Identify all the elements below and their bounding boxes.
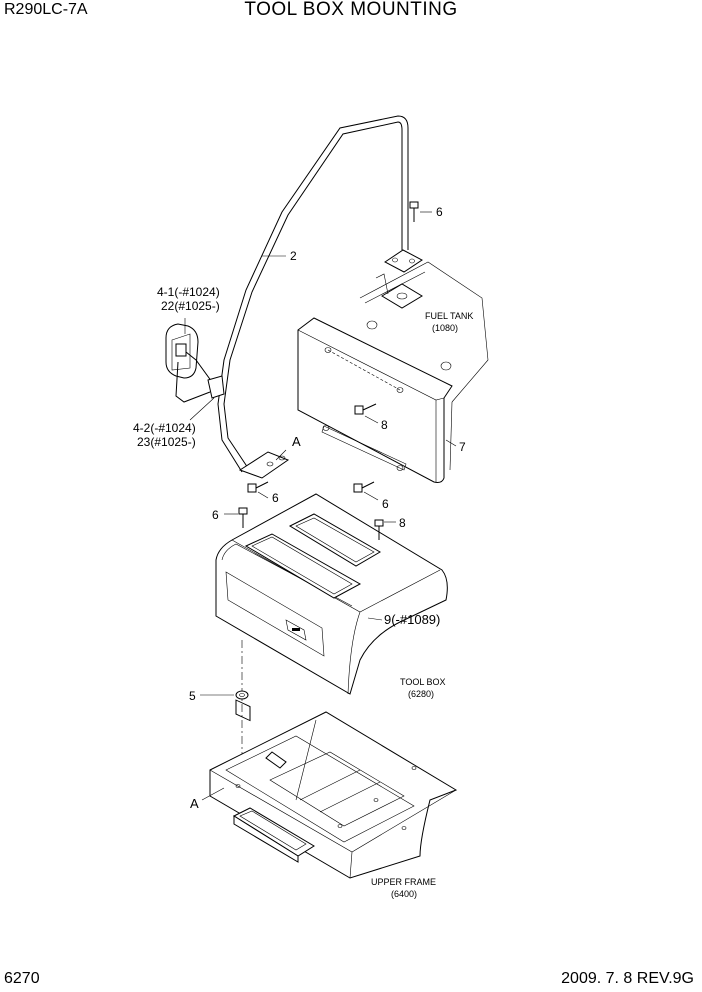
part-label-8-upper: 8	[381, 418, 388, 432]
page-title: TOOL BOX MOUNTING	[244, 0, 458, 20]
model-code: R290LC-7A	[4, 1, 88, 18]
tank-cover-plate	[297, 317, 453, 483]
part-label-8-right: 8	[399, 516, 406, 530]
fuel-tank-label: FUEL TANK	[425, 311, 473, 321]
detail-ref-a-upper: A	[292, 434, 301, 449]
part-label-5: 5	[189, 689, 196, 703]
part-label-4-2: 4-2(-#1024)	[133, 421, 196, 435]
tool-box-label: TOOL BOX	[400, 677, 446, 687]
part-label-2: 2	[290, 249, 297, 263]
part-label-6-left: 6	[212, 508, 219, 522]
detail-ref-a-lower: A	[190, 796, 199, 811]
fuel-tank-outline	[359, 261, 489, 471]
handrail	[217, 115, 423, 479]
bolt-icon	[409, 201, 432, 222]
upper-frame-label: UPPER FRAME	[371, 877, 436, 887]
tool-box-code: (6280)	[408, 689, 434, 699]
part-label-4-1: 4-1(-#1024)	[157, 285, 220, 299]
part-label-22: 22(#1025-)	[161, 299, 220, 313]
washer-icon	[235, 690, 249, 700]
revision-date: 2009. 7. 8 REV.9G	[561, 970, 694, 987]
page-number: 6270	[4, 970, 40, 987]
part-label-6-left-upper: 6	[272, 491, 279, 505]
part-label-6-top: 6	[436, 205, 443, 219]
part-label-23: 23(#1025-)	[137, 435, 196, 449]
bolt-icon	[247, 481, 269, 493]
tool-box	[215, 493, 448, 722]
part-label-7: 7	[459, 440, 466, 454]
fuel-tank-code: (1080)	[432, 323, 458, 333]
upper-frame	[209, 711, 458, 879]
part-label-9: 9(-#1089)	[384, 612, 440, 627]
bolt-icon	[238, 507, 248, 528]
part-label-6-center: 6	[382, 497, 389, 511]
bolt-icon	[354, 403, 377, 415]
bolt-icon	[353, 481, 375, 493]
bolt-icon	[374, 519, 384, 540]
upper-frame-code: (6400)	[391, 889, 417, 899]
mirror-assembly	[165, 323, 225, 403]
